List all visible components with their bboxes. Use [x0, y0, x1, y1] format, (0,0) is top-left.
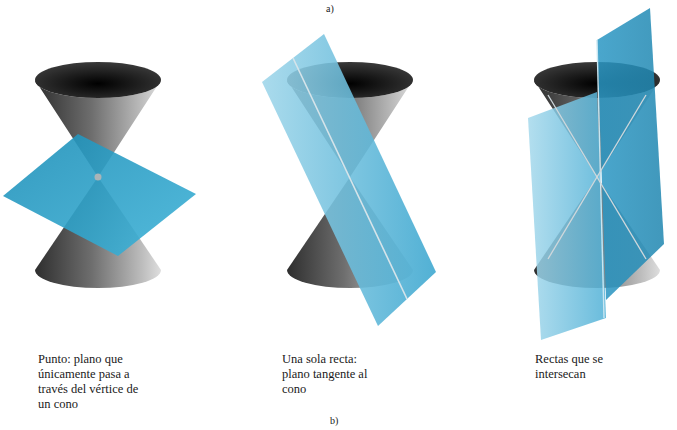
cutting-plane	[3, 134, 196, 256]
tangent-plane	[262, 34, 436, 326]
intersection-line	[548, 95, 646, 259]
caption-text: Una sola recta: plano tangente al cono	[282, 352, 368, 397]
panel-letter: a)	[326, 1, 334, 16]
cone-opening	[35, 62, 161, 98]
caption-text: Rectas que se intersecan	[535, 352, 627, 382]
intersection-line	[548, 95, 646, 259]
tangent-line	[293, 58, 407, 299]
caption-text: Punto: plano que únicamente pasa a travé…	[38, 352, 150, 412]
panel-letter: b)	[330, 413, 338, 428]
cutting-plane	[597, 8, 664, 300]
cutting-plane	[528, 92, 606, 340]
vertex-point	[95, 174, 102, 181]
